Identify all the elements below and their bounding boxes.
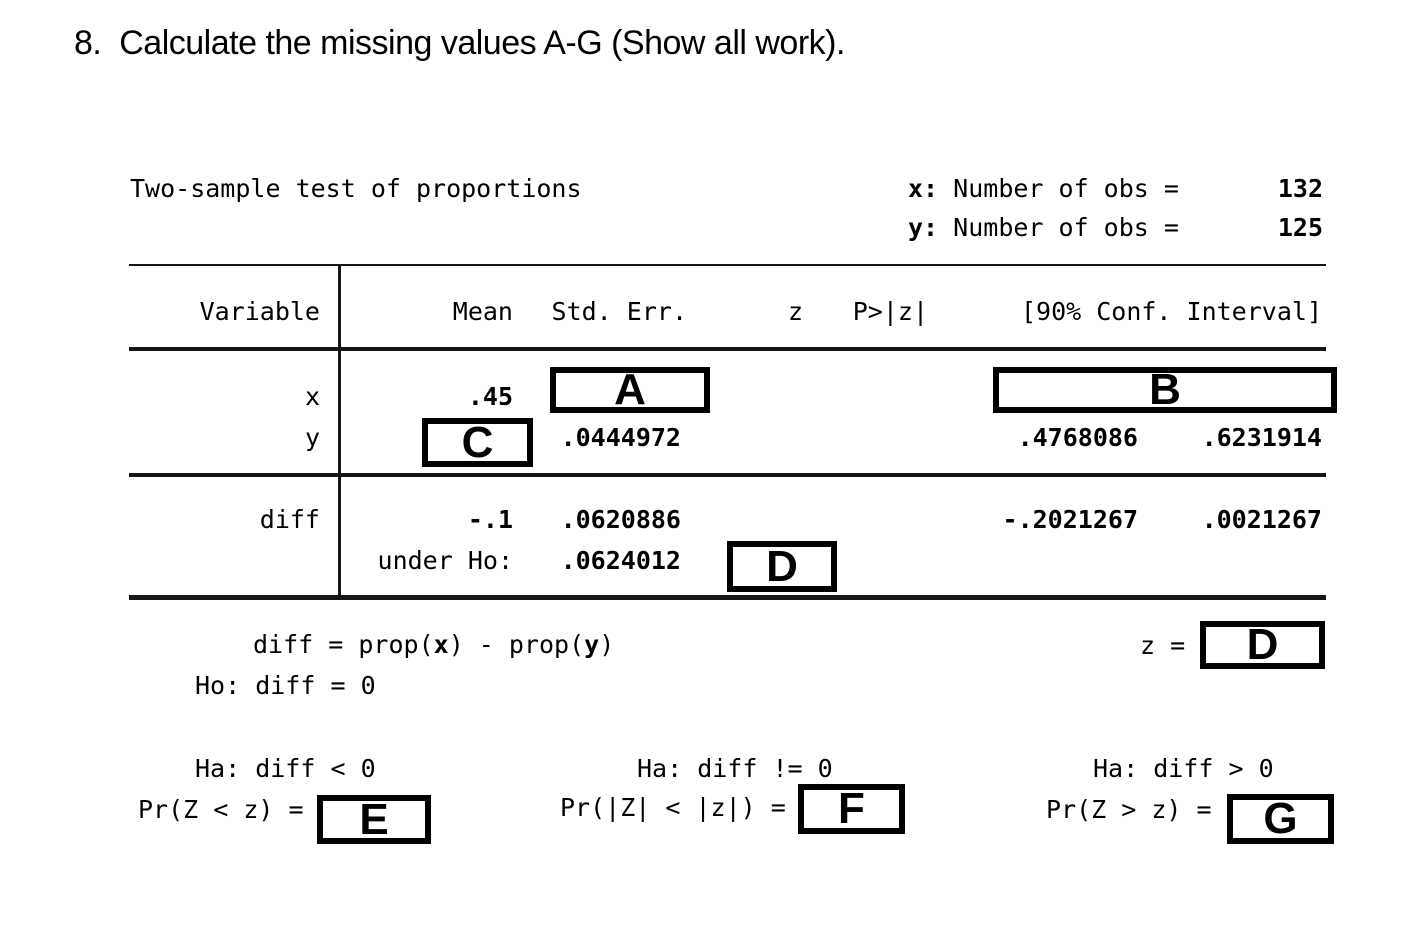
table-rule-header bbox=[129, 347, 1326, 351]
row-diff-ci-low: -.2021267 bbox=[1002, 505, 1138, 534]
answer-letter-g: G bbox=[1263, 794, 1298, 843]
col-header-stderr: Std. Err. bbox=[551, 297, 687, 326]
diff-eq-part2: ) - prop( bbox=[448, 630, 585, 659]
col-header-mean: Mean bbox=[452, 297, 513, 326]
answer-box-d-z: D bbox=[1200, 621, 1325, 669]
row-underho-stderr: .0624012 bbox=[560, 546, 681, 575]
diff-eq-part1: diff = prop( bbox=[253, 630, 434, 659]
table-divider-vertical bbox=[338, 264, 341, 600]
null-hypothesis: Ho: diff = 0 bbox=[195, 671, 376, 700]
row-x-mean: .45 bbox=[467, 382, 513, 411]
col-header-p: P>|z| bbox=[852, 297, 928, 326]
diff-eq-y: y bbox=[584, 630, 600, 659]
obs-y-value: 125 bbox=[1277, 213, 1323, 242]
obs-y-line: y: Number of obs = bbox=[908, 213, 1179, 243]
obs-x-line: x: Number of obs = bbox=[908, 174, 1179, 204]
answer-letter-f: F bbox=[838, 784, 865, 833]
answer-box-e: E bbox=[317, 795, 431, 844]
answer-letter-e: E bbox=[359, 794, 389, 844]
pr-mid: Pr(|Z| < |z|) = bbox=[560, 793, 786, 822]
answer-letter-d-table: D bbox=[766, 541, 798, 591]
ha-mid: Ha: diff != 0 bbox=[637, 754, 833, 783]
row-diff-stderr: .0620886 bbox=[560, 505, 681, 534]
answer-box-f: F bbox=[798, 784, 905, 834]
row-diff-label: diff bbox=[259, 505, 320, 534]
row-underho-label: under Ho: bbox=[377, 546, 513, 575]
obs-x-var: x: bbox=[908, 174, 939, 203]
row-y-stderr: .0444972 bbox=[560, 423, 681, 452]
table-rule-bottom bbox=[129, 595, 1326, 600]
ha-left: Ha: diff < 0 bbox=[195, 754, 376, 783]
answer-box-a: A bbox=[550, 367, 710, 413]
row-y-ci-high: .6231914 bbox=[1201, 423, 1322, 452]
row-diff-ci-high: .0021267 bbox=[1201, 505, 1322, 534]
answer-letter-c: C bbox=[461, 417, 494, 467]
pr-left: Pr(Z < z) = bbox=[138, 795, 304, 824]
row-x-label: x bbox=[304, 382, 320, 411]
col-header-ci: [90% Conf. Interval] bbox=[1020, 297, 1322, 326]
answer-box-b: B bbox=[993, 367, 1337, 413]
obs-x-value: 132 bbox=[1277, 174, 1323, 203]
answer-box-c: C bbox=[422, 418, 533, 467]
table-rule-top bbox=[129, 264, 1326, 266]
answer-box-g: G bbox=[1227, 794, 1334, 844]
diff-eq-part3: ) bbox=[599, 630, 615, 659]
col-header-z: z bbox=[787, 297, 803, 326]
pr-right: Pr(Z > z) = bbox=[1046, 795, 1212, 824]
diff-definition: diff = prop(x) - prop(y) bbox=[253, 630, 614, 660]
answer-box-d-table: D bbox=[727, 541, 837, 592]
output-heading: Two-sample test of proportions bbox=[130, 174, 582, 203]
answer-letter-d-z: D bbox=[1246, 620, 1279, 669]
z-equals-label: z = bbox=[1140, 631, 1186, 660]
diff-eq-x: x bbox=[433, 630, 449, 659]
row-y-label: y bbox=[304, 423, 320, 452]
row-y-ci-low: .4768086 bbox=[1017, 423, 1138, 452]
answer-letter-a: A bbox=[614, 365, 646, 414]
col-header-variable: Variable bbox=[199, 297, 320, 326]
ha-right: Ha: diff > 0 bbox=[1093, 754, 1274, 783]
obs-x-label: Number of obs = bbox=[938, 174, 1179, 203]
table-rule-mid bbox=[129, 473, 1326, 477]
row-diff-mean: -.1 bbox=[467, 505, 513, 534]
obs-y-label: Number of obs = bbox=[938, 213, 1179, 242]
answer-letter-b: B bbox=[1149, 365, 1181, 414]
obs-y-var: y: bbox=[908, 213, 939, 242]
question-title: 8. Calculate the missing values A-G (Sho… bbox=[74, 24, 845, 62]
